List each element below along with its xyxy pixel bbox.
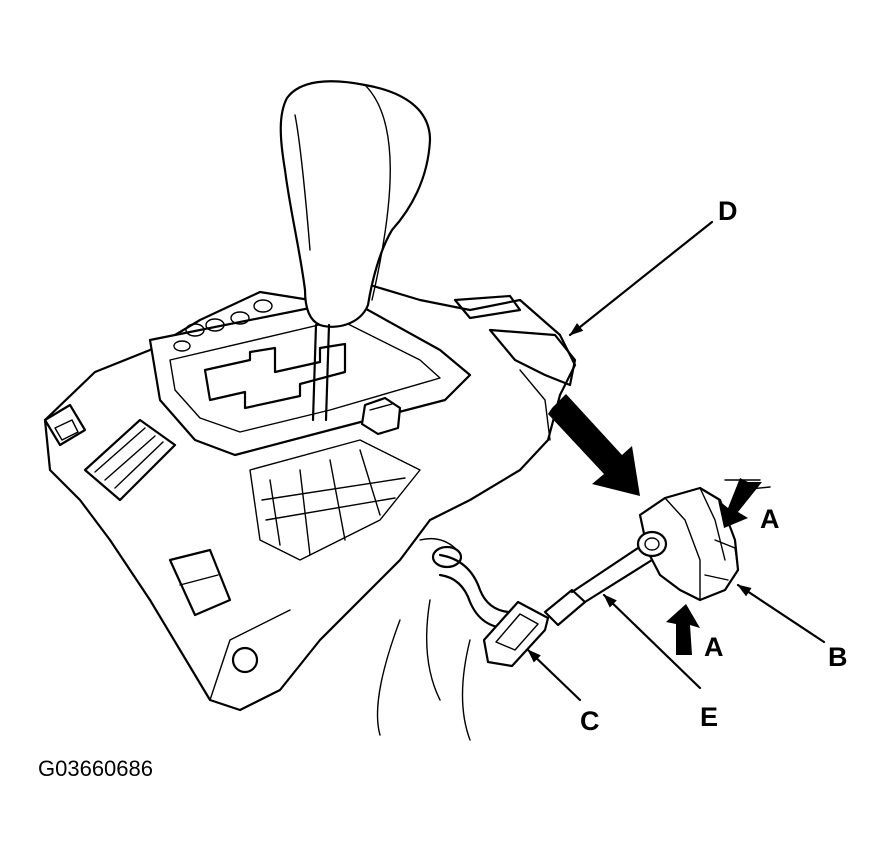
leader-line-c — [526, 648, 582, 702]
shift-lever-body — [43, 280, 577, 741]
figure-id-code: G03660686 — [38, 756, 153, 781]
callout-label-c: C — [580, 706, 600, 736]
leader-line-e — [602, 593, 702, 690]
removal-direction-arrow — [548, 394, 640, 496]
interlock-cable — [419, 479, 771, 668]
callout-label-a-lower: A — [704, 632, 724, 662]
callout-label-e: E — [700, 702, 718, 732]
squeeze-arrow-upper — [718, 478, 762, 528]
callout-label-b: B — [828, 642, 848, 672]
callout-label-a-upper: A — [760, 504, 780, 534]
callout-label-d: D — [718, 196, 738, 226]
leader-line-b — [736, 583, 826, 644]
squeeze-arrow-lower — [666, 604, 700, 655]
shift-knob — [279, 80, 432, 436]
leader-line-d — [568, 220, 714, 337]
